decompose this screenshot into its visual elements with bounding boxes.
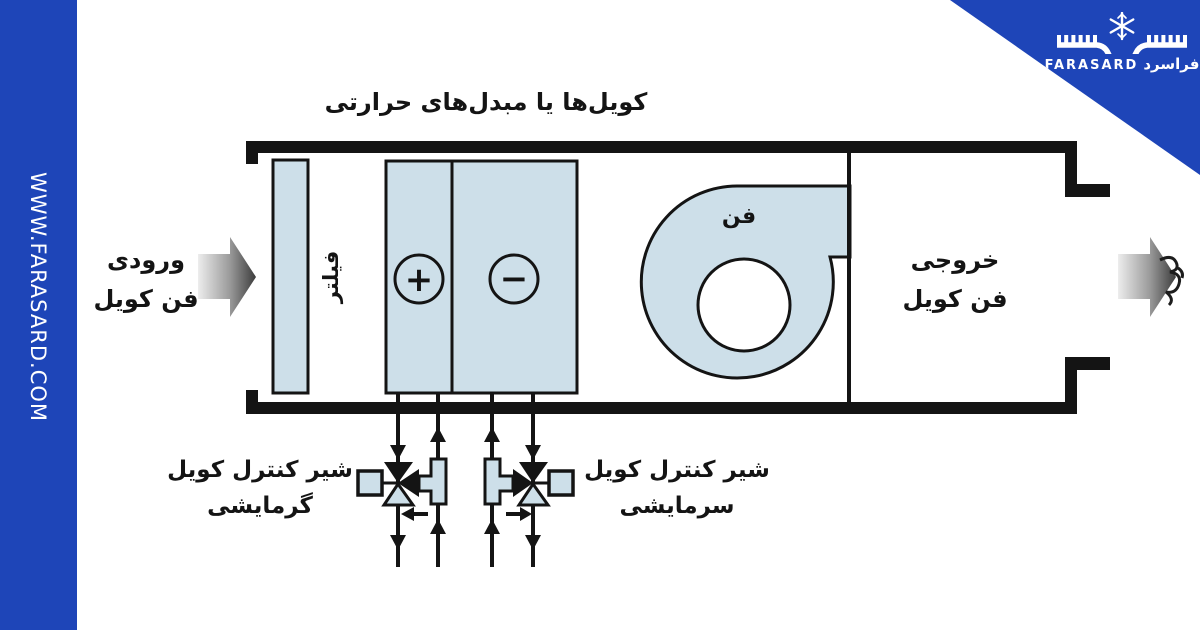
diagram-title: کویل‌ها یا مبدل‌های حرارتی [324,88,648,116]
logo-mark [1057,12,1187,54]
heating-valve-label-line2: گرمایشی [207,493,313,519]
inlet-label: ورودی فن کویل [66,241,226,319]
fan-hub [696,257,792,353]
cooling-valve-label: شیر کنترل کویل سرمایشی [575,452,779,524]
fan-section-partition [847,153,851,402]
inlet-air-arrow-icon [198,237,256,317]
heating-valve-label-line1: شیر کنترل کویل [167,457,353,483]
heating-symbol-circle [393,253,445,305]
cooling-symbol-circle [488,253,540,305]
cooling-valve-label-line1: شیر کنترل کویل [584,457,770,483]
snowflake-icon [1109,12,1135,41]
edge-scribble [1159,255,1184,307]
outlet-air-arrow-icon [1118,237,1176,317]
inlet-label-line2: فن کویل [93,285,199,313]
logo-wordmark-fa: فراسرد [1143,55,1200,73]
logo-wordmark-en: FARASARD [1044,58,1139,73]
heating-valve-label: شیر کنترل کویل گرمایشی [158,452,362,524]
cooling-valve-label-line2: سرمایشی [619,493,735,519]
outlet-label-line1: خروجی [910,246,1000,274]
cooling-coil-symbol: − [500,259,529,299]
filter-panel [271,158,310,395]
inlet-label-line1: ورودی [107,246,185,274]
heating-valve-actuator [356,469,384,497]
heating-control-valve [356,457,448,507]
heating-coil-symbol: + [405,260,434,300]
outlet-label-line2: فن کویل [902,285,1008,313]
unit-casing-frame [246,141,1110,414]
farasard-logo: FARASARD فراسرد [1045,12,1199,73]
fan-label: فن [721,204,757,229]
gear-wings-icon [1057,35,1187,54]
flow-arrows-upper [390,424,541,460]
flow-arrows-lower [390,507,541,552]
outlet-label: خروجی فن کویل [875,241,1035,319]
filter-label: فیلتر [319,250,343,304]
brand-sidebar: WWW.FARASARD.COM [0,0,77,630]
cooling-valve-actuator [547,469,575,497]
cooling-control-valve [483,457,575,507]
